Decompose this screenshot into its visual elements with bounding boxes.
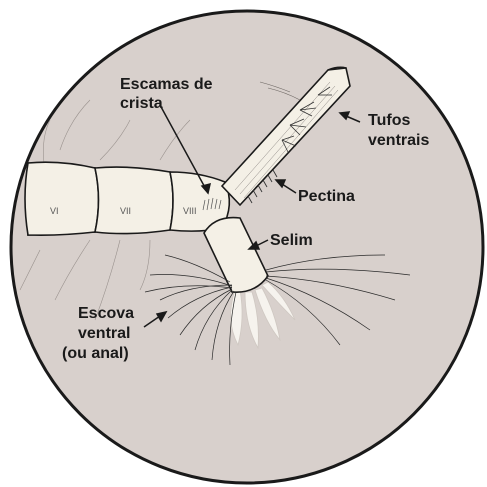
segment-label-vi: VI <box>50 206 59 216</box>
segment-vii-shape <box>95 167 173 234</box>
label-selim: Selim <box>270 232 313 249</box>
segment-label-vii: VII <box>120 206 131 216</box>
label-escova-line1: Escova <box>78 305 134 322</box>
label-escamas-line1: Escamas de <box>120 76 213 93</box>
label-escamas-line2: crista <box>120 95 163 112</box>
label-tufos-line2: ventrais <box>368 132 429 149</box>
label-escova-line3: (ou anal) <box>62 345 129 362</box>
segment-label-viii: VIII <box>183 206 197 216</box>
label-tufos-line1: Tufos <box>368 112 410 129</box>
label-escova-line2: ventral <box>78 325 130 342</box>
label-pectina: Pectina <box>298 188 355 205</box>
segment-vi-shape <box>25 162 99 235</box>
